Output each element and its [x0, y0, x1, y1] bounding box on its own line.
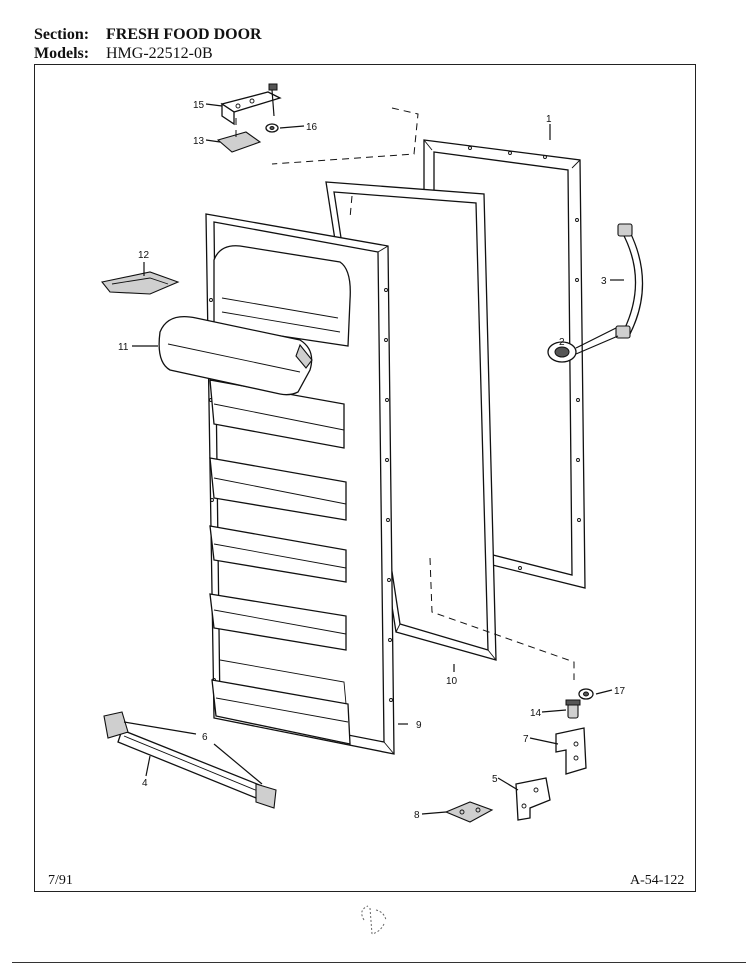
- part-4-bottom-trim: [117, 729, 273, 803]
- exploded-parts-diagram: 1 2 3 4 5 6 7 8 9 10 11 12 13 14 15 16 1…: [101, 83, 644, 823]
- models-label: Models:: [34, 45, 90, 62]
- callout-13: 13: [193, 136, 205, 147]
- part-14-hinge-pin: [565, 699, 581, 719]
- page-bottom-rule: [12, 962, 746, 963]
- part-6-end-caps: [103, 711, 277, 809]
- models-value: HMG-22512-0B: [106, 45, 213, 62]
- part-12-shelf-bracket: [101, 271, 180, 295]
- assembly-dashed-lines: [271, 107, 575, 680]
- callout-4: 4: [142, 778, 148, 789]
- part-13-hinge-plate: [216, 118, 262, 153]
- part-9-inner-door-liner: [205, 213, 395, 755]
- callout-12: 12: [138, 250, 150, 261]
- part-3-door-handle: [615, 223, 644, 339]
- callout-14: 14: [530, 708, 542, 719]
- footer-date: 7/91: [48, 873, 73, 888]
- footer-page-code: A-54-122: [630, 873, 685, 888]
- part-7-bottom-hinge: [555, 727, 587, 775]
- callout-11: 11: [118, 342, 129, 353]
- callout-2: 2: [559, 337, 565, 348]
- callout-numbers: 1 2 3 4 5 6 7 8 9 10 11 12 13 14 15 16 1…: [118, 100, 626, 821]
- part-17-hinge-washer: [578, 688, 594, 700]
- part-15-top-hinge: [220, 83, 282, 126]
- callout-17: 17: [614, 686, 626, 697]
- section-heading: Section: FRESH FOOD DOOR: [34, 26, 262, 44]
- section-value: FRESH FOOD DOOR: [106, 26, 262, 43]
- handwritten-mark: [361, 905, 387, 935]
- callout-9: 9: [416, 720, 422, 731]
- callout-leaders: [123, 103, 624, 815]
- section-label: Section:: [34, 26, 90, 43]
- callout-1: 1: [546, 114, 552, 125]
- part-11-dairy-cover: [158, 315, 313, 396]
- callout-7: 7: [523, 734, 529, 745]
- callout-8: 8: [414, 810, 420, 821]
- part-16-hinge-washer: [265, 123, 279, 133]
- part-2-handle-screws: [547, 327, 619, 363]
- models-heading: Models: HMG-22512-0B: [34, 45, 213, 63]
- callout-5: 5: [492, 774, 498, 785]
- door-shelves: [209, 379, 351, 745]
- callout-15: 15: [193, 100, 205, 111]
- callout-10: 10: [446, 676, 458, 687]
- callout-16: 16: [306, 122, 318, 133]
- part-5-hinge-bracket: [515, 777, 551, 821]
- callout-3: 3: [601, 276, 607, 287]
- part-8-hinge-plate: [444, 801, 494, 823]
- diagram-frame: [34, 64, 696, 892]
- callout-6: 6: [202, 732, 208, 743]
